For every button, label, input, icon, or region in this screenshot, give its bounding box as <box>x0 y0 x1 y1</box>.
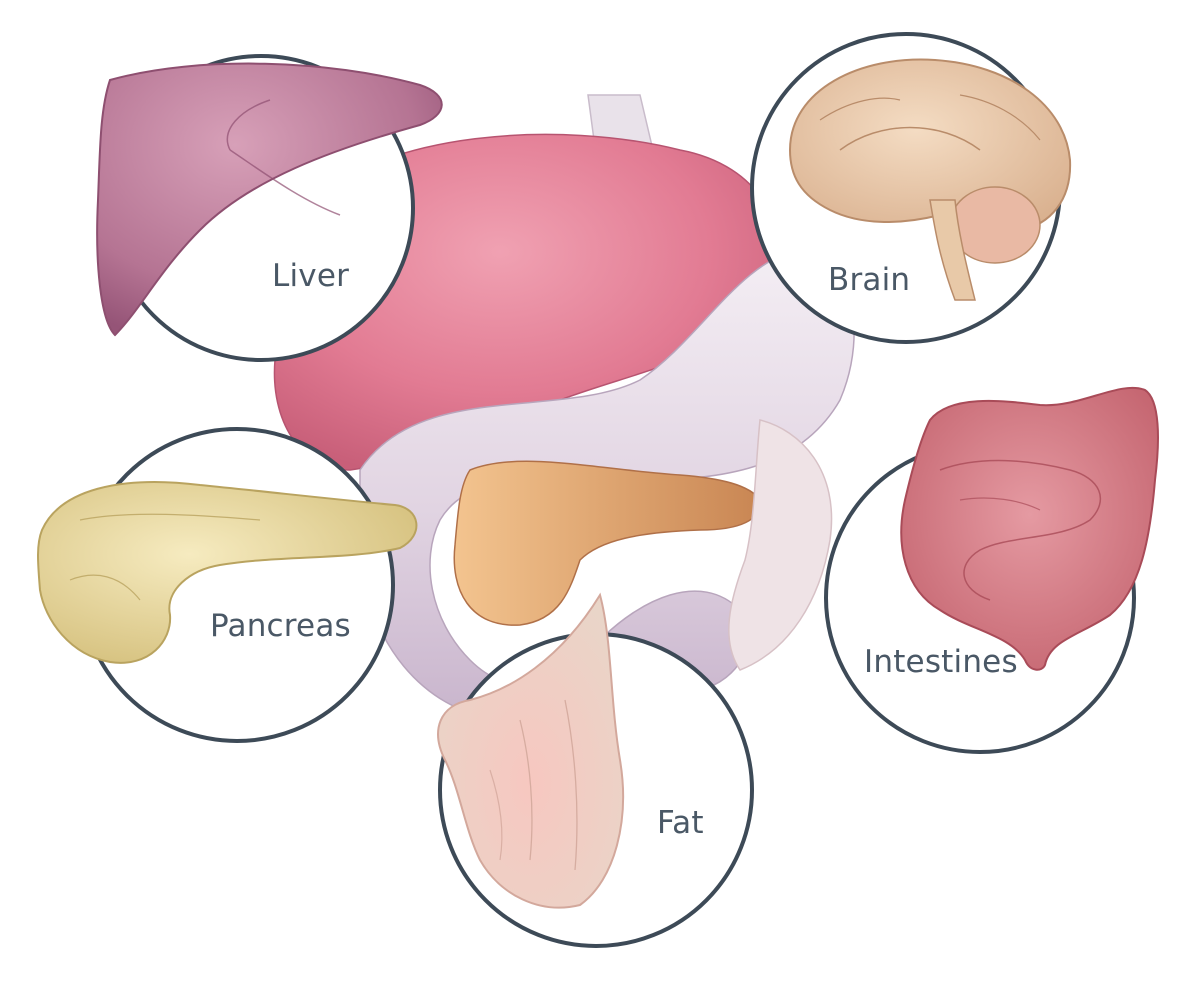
intestines-callout <box>824 386 1159 754</box>
fat-label: Fat <box>657 805 704 841</box>
brain-callout <box>750 32 1072 344</box>
liver-label: Liver <box>272 258 350 294</box>
pancreas-callout <box>37 427 418 743</box>
liver-callout <box>96 54 443 362</box>
fat-callout <box>437 592 754 948</box>
pancreas-label: Pancreas <box>210 608 351 644</box>
brain-label: Brain <box>828 262 911 298</box>
intestines-label: Intestines <box>864 644 1018 680</box>
